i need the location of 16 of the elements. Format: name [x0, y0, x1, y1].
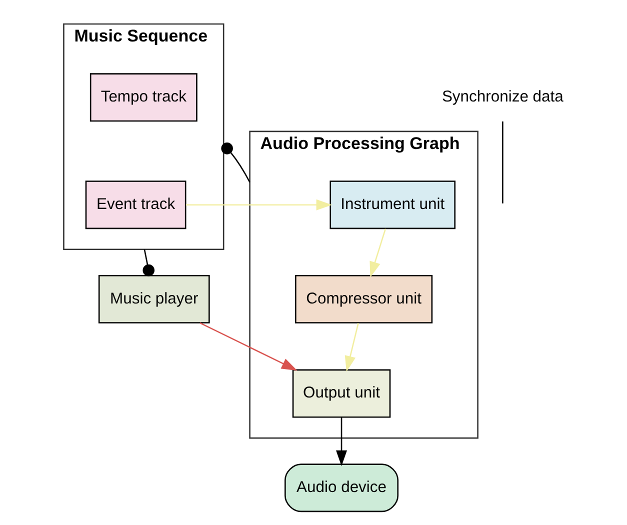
arrow	[185, 199, 332, 210]
node-box: Audio device	[284, 464, 398, 512]
arrow	[344, 323, 358, 372]
arrow	[199, 322, 297, 371]
node-box: Compressor unit	[294, 274, 432, 324]
node-box: Instrument unit	[329, 180, 456, 230]
arrow	[336, 418, 347, 466]
connector	[502, 121, 503, 204]
connector	[220, 142, 250, 183]
node-box: Output unit	[292, 369, 390, 418]
node-box: Music player	[98, 274, 210, 324]
node-box: Tempo track	[89, 73, 197, 122]
arrow	[369, 228, 386, 278]
node-text: Synchronize data	[441, 88, 563, 106]
connector	[142, 249, 154, 276]
node-box: Event track	[84, 180, 186, 230]
